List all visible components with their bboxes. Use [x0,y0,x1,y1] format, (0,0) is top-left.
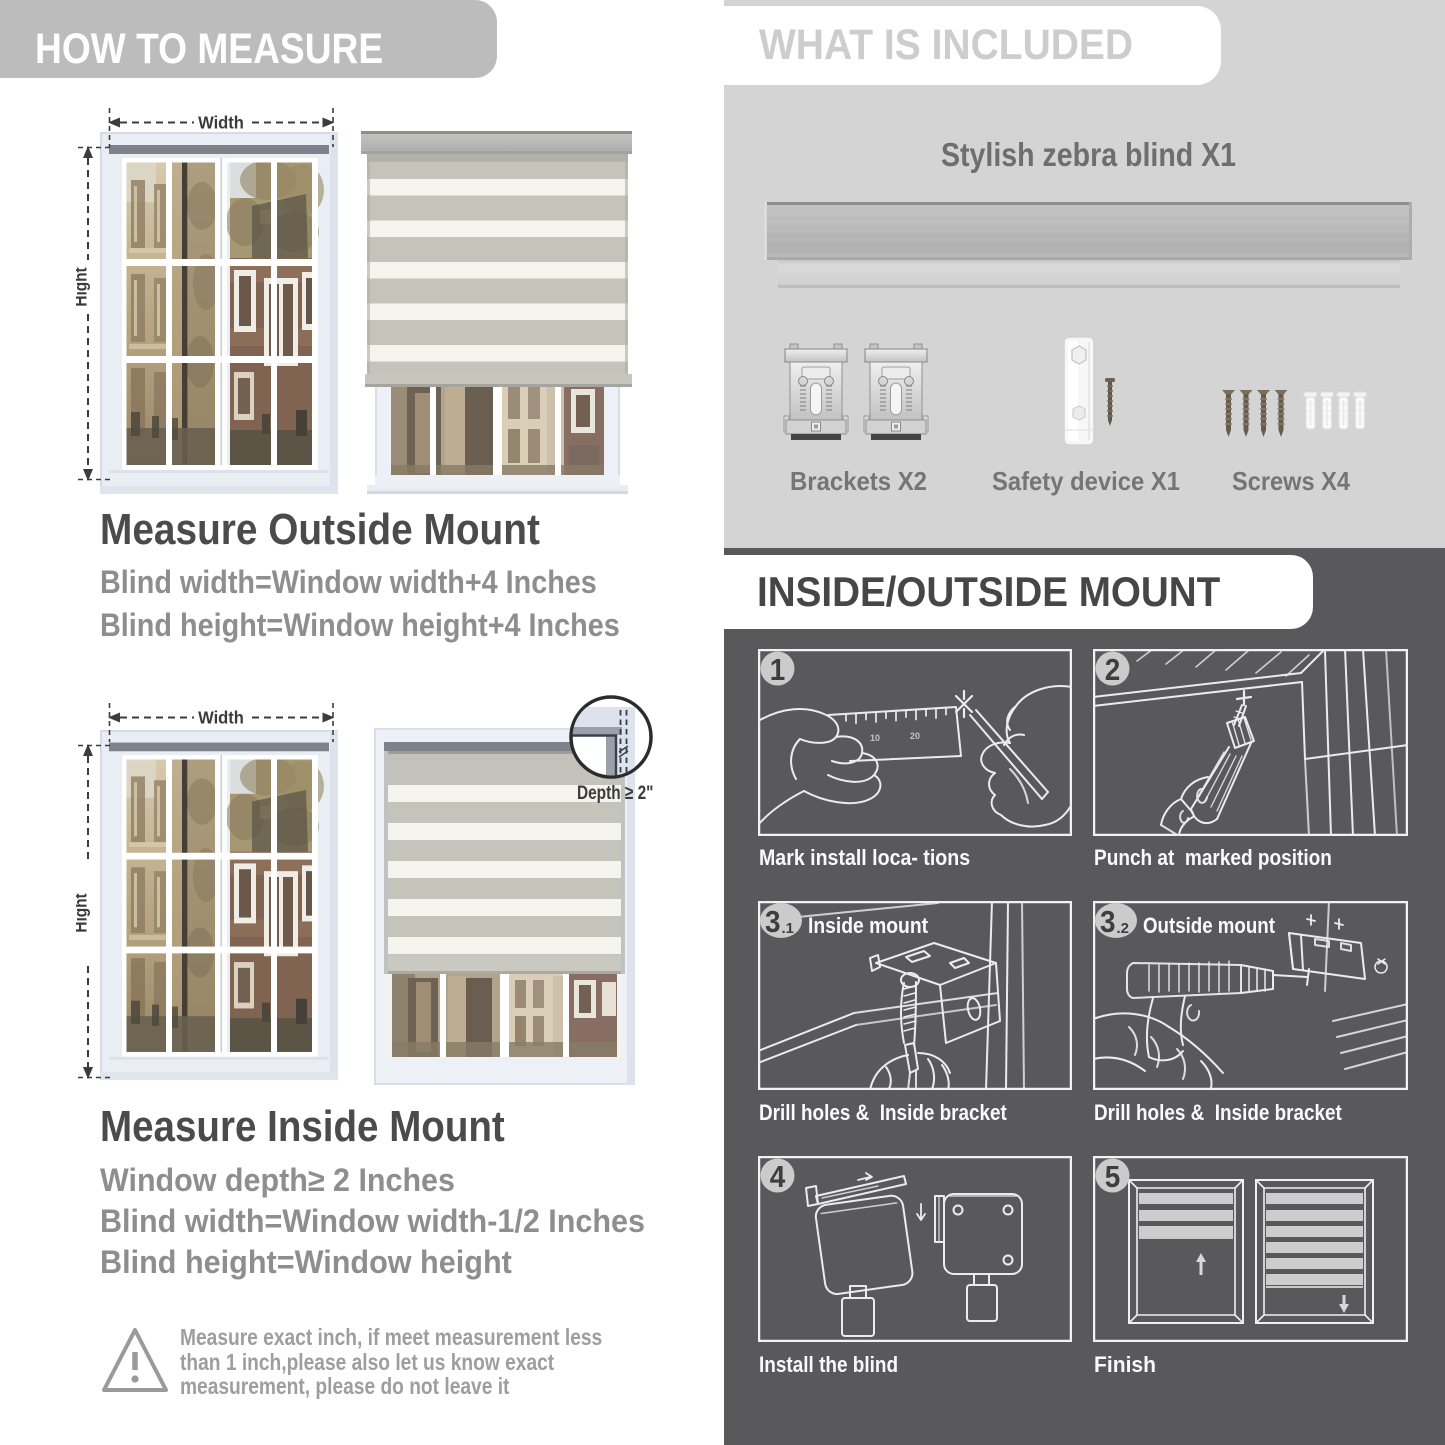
svg-text:10: 10 [870,733,880,743]
svg-text:.1: .1 [782,920,795,937]
svg-text:3: 3 [765,905,781,940]
svg-text:5: 5 [1105,1160,1121,1195]
svg-text:20: 20 [910,731,920,741]
svg-text:1: 1 [770,653,786,688]
svg-text:4: 4 [770,1160,786,1195]
svg-text:3: 3 [1100,905,1116,940]
svg-text:.2: .2 [1117,920,1130,937]
svg-text:Depth ≥ 2": Depth ≥ 2" [577,781,653,803]
svg-text:2: 2 [1105,653,1121,688]
